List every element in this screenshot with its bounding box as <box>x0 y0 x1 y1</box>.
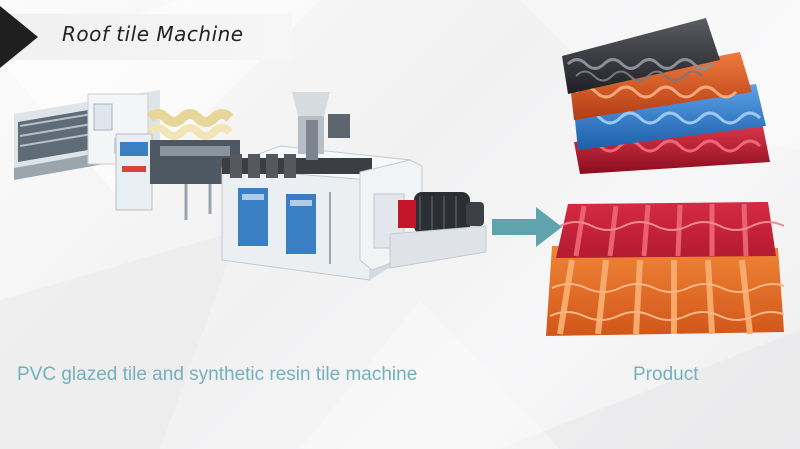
page-title: Roof tile Machine <box>62 22 244 46</box>
red-orange-roof-tile-image <box>546 202 784 336</box>
right-arrow-icon <box>492 207 562 247</box>
machine-caption: PVC glazed tile and synthetic resin tile… <box>17 364 418 385</box>
tile-production-line-image <box>14 90 487 281</box>
stacked-roof-tiles-image <box>562 18 770 174</box>
title-bar <box>0 14 292 60</box>
product-caption: Product <box>633 364 699 385</box>
title-triangle-icon <box>0 6 38 68</box>
